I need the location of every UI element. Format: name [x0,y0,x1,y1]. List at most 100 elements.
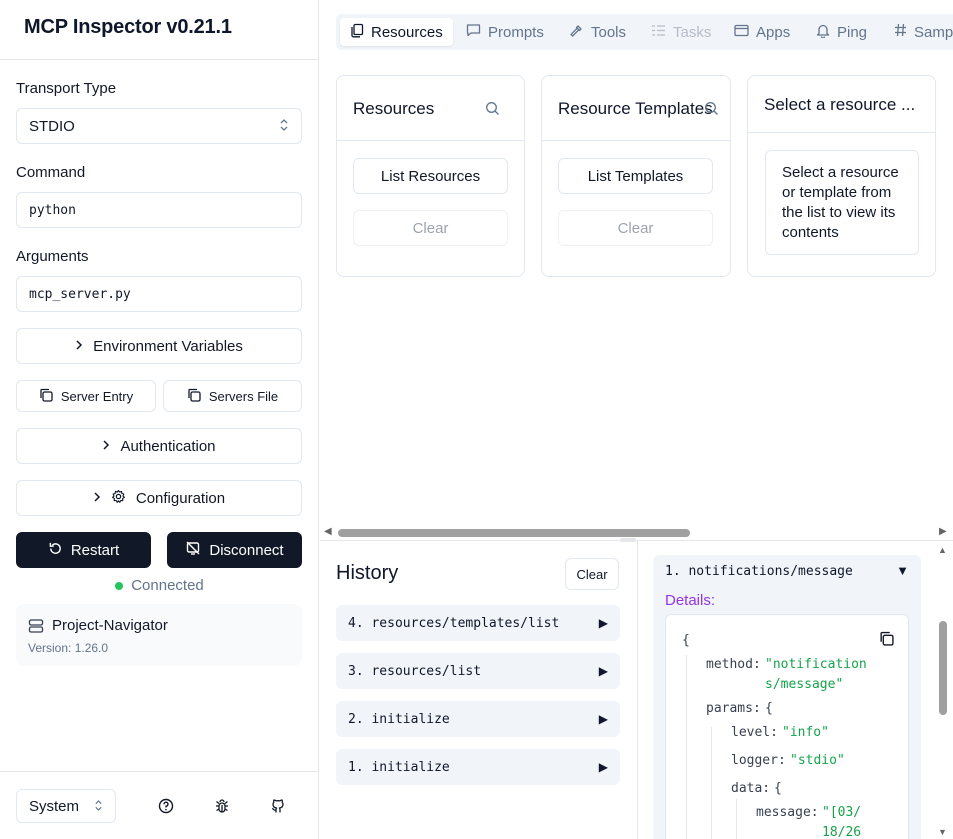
notification-item: 1. notifications/message ▼ Details: { me… [653,555,921,839]
disconnect-label: Disconnect [209,541,284,559]
list-templates-button[interactable]: List Templates [558,158,713,194]
github-icon[interactable] [269,797,287,815]
restart-button[interactable]: Restart [16,532,151,568]
clear-resources-button[interactable]: Clear [353,210,508,246]
json-brace: { [765,701,773,716]
chevron-right-icon [102,439,110,454]
chevron-up-down-icon [94,799,103,814]
scroll-up-arrow-icon[interactable]: ▲ [938,545,947,555]
main-panel: Resources Prompts Tools Tasks [320,0,953,839]
resource-detail-card: Select a resource ... Select a resource … [747,75,936,277]
expand-triangle-icon: ▶ [598,760,608,774]
command-label: Command [16,164,86,181]
chevron-right-icon [93,491,101,506]
server-entry-label: Server Entry [60,388,134,404]
json-string: "notification [765,657,867,672]
history-item-label: 4. resources/templates/list [348,615,560,631]
json-string: "stdio" [790,753,845,768]
arguments-input[interactable]: mcp_server.py [16,276,302,312]
placeholder-line: or template from [782,184,892,201]
history-item[interactable]: 1. initialize ▶ [336,749,620,785]
details-label: Details: [665,592,716,609]
sidebar-footer: System [0,771,319,839]
theme-value: System [29,797,80,815]
status-dot-icon [115,581,124,590]
help-icon[interactable] [157,797,175,815]
clear-templates-button[interactable]: Clear [558,210,713,246]
json-key: params: [706,701,761,716]
json-indent-guide [711,727,712,839]
tab-prompts[interactable]: Prompts [456,18,554,46]
theme-select[interactable]: System [16,789,116,823]
chevron-up-down-icon [279,118,289,135]
scroll-left-arrow-icon[interactable]: ◀ [324,526,332,537]
chevron-right-icon [75,339,83,354]
message-icon [466,23,481,41]
tab-tasks[interactable]: Tasks [641,18,721,46]
connection-status: Connected [0,577,319,594]
history-item-label: 1. initialize [348,759,450,775]
tab-bar: Resources Prompts Tools Tasks [336,14,953,50]
search-icon[interactable] [704,101,719,119]
hash-icon [894,23,907,41]
clear-history-button[interactable]: Clear [565,558,619,590]
sidebar-divider [0,59,319,60]
resources-card: Resources List Resources Clear [336,75,525,277]
connection-status-text: Connected [131,577,204,594]
tab-label: Ping [837,23,868,41]
tab-sampling[interactable]: Sampling [884,18,953,46]
collapse-triangle-icon[interactable]: ▼ [896,563,909,578]
json-key: level: [731,725,778,740]
vertical-scroll-thumb[interactable] [939,621,947,715]
json-key: logger: [731,753,786,768]
authentication-button[interactable]: Authentication [16,428,302,464]
history-item[interactable]: 4. resources/templates/list ▶ [336,605,620,641]
servers-file-button[interactable]: Servers File [163,380,302,412]
expand-triangle-icon: ▶ [598,712,608,726]
command-input[interactable]: python [16,192,302,228]
tab-apps[interactable]: Apps [724,18,800,46]
scroll-right-arrow-icon[interactable]: ▶ [939,526,947,537]
history-item[interactable]: 2. initialize ▶ [336,701,620,737]
bell-icon [816,23,830,42]
tab-label: Sampling [914,23,953,41]
json-string: "[03/ [822,805,862,820]
app-window-icon [734,24,749,41]
tab-label: Prompts [488,23,544,41]
vertical-scrollbar[interactable]: ▲ ▼ [935,541,953,839]
horizontal-scrollbar[interactable]: ◀ ▶ [320,524,953,540]
notification-title[interactable]: 1. notifications/message [665,564,853,579]
resize-handle[interactable] [620,538,636,542]
resource-detail-title: Select a resource ... [764,95,916,114]
history-title: History [336,562,399,584]
search-icon[interactable] [485,101,500,119]
json-brace: { [774,781,782,796]
app-title: MCP Inspector v0.21.1 [24,16,232,38]
configuration-button[interactable]: Configuration [16,480,302,516]
restart-label: Restart [70,541,120,559]
server-entry-button[interactable]: Server Entry [16,380,156,412]
scroll-down-arrow-icon[interactable]: ▼ [938,827,947,837]
gear-icon [111,489,126,508]
hammer-icon [569,23,584,42]
environment-variables-button[interactable]: Environment Variables [16,328,302,364]
horizontal-scroll-thumb[interactable] [338,529,690,537]
resource-placeholder-message: Select a resource or template from the l… [765,150,919,255]
transport-type-select[interactable]: STDIO [16,108,302,144]
expand-triangle-icon: ▶ [598,664,608,678]
tab-resources[interactable]: Resources [340,18,453,46]
copy-icon[interactable] [879,631,894,650]
tab-ping[interactable]: Ping [806,18,877,46]
bug-icon[interactable] [213,797,231,815]
json-viewer: { method: "notification s/message" param… [665,614,909,839]
json-string: s/message" [765,677,844,692]
resource-templates-card: Resource Templates List Templates Clear [541,75,731,277]
tab-tools[interactable]: Tools [559,18,636,46]
list-resources-button[interactable]: List Resources [353,158,508,194]
card-header: Resource Templates [542,76,730,141]
card-header: Select a resource ... [748,76,935,133]
files-icon [350,23,364,42]
history-item[interactable]: 3. resources/list ▶ [336,653,620,689]
disconnect-button[interactable]: Disconnect [167,532,302,568]
server-info-card: Project-Navigator Version: 1.26.0 [16,604,302,666]
